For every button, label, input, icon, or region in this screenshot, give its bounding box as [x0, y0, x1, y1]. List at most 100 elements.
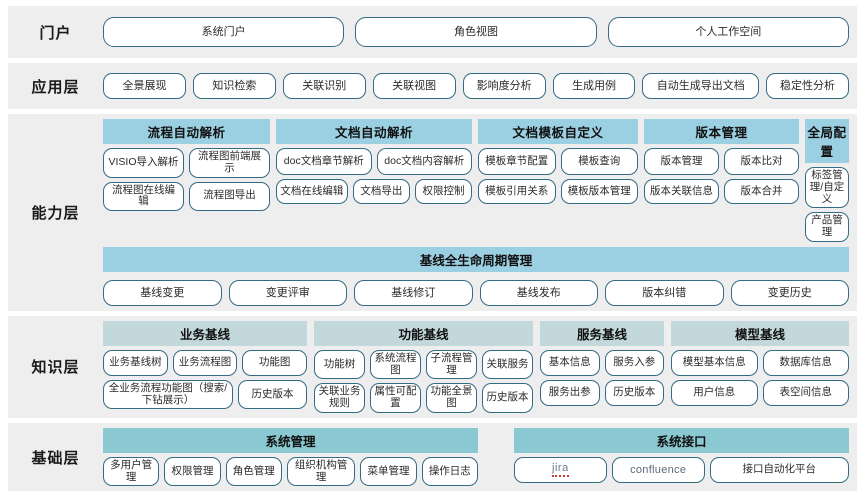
knowledge-row: 全业务流程功能图（搜索/下钻展示） 历史版本 — [103, 379, 307, 410]
fd-item-org-structure-mgmt[interactable]: 组织机构管理 — [286, 456, 356, 487]
cap-item-template-query[interactable]: 模板查询 — [560, 148, 638, 175]
layer-application: 应用层 全景展现 知识检索 关联识别 关联视图 影响度分析 生成用例 自动生成导… — [8, 63, 857, 109]
capability-row: 版本管理 版本比对 — [644, 148, 799, 175]
app-item-impact-analysis[interactable]: 影响度分析 — [462, 73, 546, 99]
kn-item-history-version-business[interactable]: 历史版本 — [238, 379, 307, 410]
kn-item-basic-info[interactable]: 基本信息 — [540, 349, 600, 376]
capability-row: 流程图在线编辑 流程图导出 — [103, 181, 270, 211]
foundation-group-row: 系统管理 多用户管理 权限管理 角色管理 组织机构管理 菜单管理 操作日志 系统… — [103, 427, 849, 487]
baseline-item-version-correction[interactable]: 版本纠错 — [605, 279, 724, 306]
app-item-stability-analysis[interactable]: 稳定性分析 — [766, 73, 849, 99]
capability-row: 产品管理 — [805, 212, 849, 242]
fd-item-confluence[interactable]: confluence — [611, 456, 705, 483]
capability-row: 模板章节配置 模板查询 — [478, 148, 638, 175]
capability-group-title-doc-parse: 文档自动解析 — [276, 119, 472, 144]
capability-row: VISIO导入解析 流程图前端展示 — [103, 148, 270, 178]
fd-item-operation-log[interactable]: 操作日志 — [421, 456, 478, 487]
knowledge-row: 功能树 系统流程图 子流程管理 关联服务 — [314, 349, 533, 380]
kn-item-business-flowchart[interactable]: 业务流程图 — [172, 349, 238, 376]
cap-item-template-reference[interactable]: 模板引用关系 — [478, 179, 556, 204]
kn-item-business-baseline-tree[interactable]: 业务基线树 — [103, 349, 168, 376]
kn-item-function-chart[interactable]: 功能图 — [242, 349, 308, 376]
app-item-relation-view[interactable]: 关联视图 — [372, 73, 456, 99]
layer-knowledge: 知识层 业务基线 业务基线树 业务流程图 功能图 全业务流程功能图（搜索/下钻展… — [8, 315, 857, 418]
fd-item-multi-user-mgmt[interactable]: 多用户管理 — [103, 456, 160, 487]
cap-item-flowchart-frontend-display[interactable]: 流程图前端展示 — [189, 148, 270, 178]
kn-item-service-output-param[interactable]: 服务出参 — [540, 379, 600, 406]
portal-item-personal-workspace[interactable]: 个人工作空间 — [607, 17, 849, 47]
layer-body-foundation: 系统管理 多用户管理 权限管理 角色管理 组织机构管理 菜单管理 操作日志 系统… — [103, 427, 849, 487]
cap-item-tag-mgmt-custom[interactable]: 标签管理/自定义 — [805, 167, 849, 209]
kn-item-related-business-rule[interactable]: 关联业务规则 — [314, 383, 365, 413]
kn-item-function-panorama[interactable]: 功能全景图 — [426, 383, 477, 413]
cap-item-version-compare[interactable]: 版本比对 — [724, 148, 799, 175]
layer-label-capability: 能力层 — [31, 204, 80, 222]
kn-item-subprocess-mgmt[interactable]: 子流程管理 — [426, 349, 477, 380]
cap-item-visio-import-parse[interactable]: VISIO导入解析 — [103, 148, 184, 178]
cap-item-doc-online-edit[interactable]: 文档在线编辑 — [276, 179, 348, 204]
cap-item-version-merge[interactable]: 版本合并 — [724, 179, 799, 204]
app-item-panorama[interactable]: 全景展现 — [103, 73, 186, 99]
fd-item-jira[interactable]: jira — [514, 456, 607, 483]
fd-item-menu-mgmt[interactable]: 菜单管理 — [360, 456, 417, 487]
fd-item-interface-automation-platform[interactable]: 接口自动化平台 — [709, 456, 849, 483]
kn-item-function-tree[interactable]: 功能树 — [314, 349, 365, 380]
knowledge-group-function-baseline: 功能基线 功能树 系统流程图 子流程管理 关联服务 关联业务规则 属性可配置 功… — [314, 320, 533, 413]
kn-item-user-info[interactable]: 用户信息 — [671, 379, 758, 406]
knowledge-group-title-model-baseline: 模型基线 — [671, 320, 849, 346]
app-item-generate-case[interactable]: 生成用例 — [552, 73, 636, 99]
cap-item-flowchart-export[interactable]: 流程图导出 — [189, 181, 270, 211]
layer-body-capability: 流程自动解析 VISIO导入解析 流程图前端展示 流程图在线编辑 流程图导出 文… — [103, 119, 849, 306]
foundation-group-system-interface: 系统接口 jira confluence 接口自动化平台 — [514, 427, 849, 487]
capability-baseline-title: 基线全生命周期管理 — [103, 246, 849, 272]
cap-item-flowchart-online-edit[interactable]: 流程图在线编辑 — [103, 181, 184, 211]
kn-item-database-info[interactable]: 数据库信息 — [762, 349, 849, 376]
kn-item-attribute-configurable[interactable]: 属性可配置 — [370, 383, 421, 413]
baseline-item-publish[interactable]: 基线发布 — [479, 279, 598, 306]
kn-item-tablespace-info[interactable]: 表空间信息 — [762, 379, 849, 406]
layer-capability: 能力层 流程自动解析 VISIO导入解析 流程图前端展示 流程图在线编辑 流程图… — [8, 114, 857, 311]
knowledge-row: 业务基线树 业务流程图 功能图 — [103, 349, 308, 376]
kn-item-model-basic-info[interactable]: 模型基本信息 — [671, 349, 758, 376]
cap-item-version-manage[interactable]: 版本管理 — [644, 148, 719, 175]
app-item-knowledge-search[interactable]: 知识检索 — [192, 73, 276, 99]
foundation-group-title-system-mgmt: 系统管理 — [103, 427, 478, 453]
fd-item-role-mgmt[interactable]: 角色管理 — [225, 456, 282, 487]
portal-item-role-view[interactable]: 角色视图 — [355, 17, 597, 47]
knowledge-group-title-function-baseline: 功能基线 — [314, 320, 533, 346]
cap-item-template-chapter-config[interactable]: 模板章节配置 — [478, 148, 556, 175]
kn-item-full-business-process-function-chart[interactable]: 全业务流程功能图（搜索/下钻展示） — [103, 379, 233, 410]
cap-item-doc-content-parse[interactable]: doc文档内容解析 — [376, 148, 472, 175]
kn-item-history-version-service[interactable]: 历史版本 — [604, 379, 664, 406]
cap-item-template-version-mgmt[interactable]: 模板版本管理 — [560, 179, 638, 204]
confluence-label: confluence — [630, 463, 687, 476]
kn-item-service-input-param[interactable]: 服务入参 — [604, 349, 664, 376]
capability-group-title-global-config: 全局配置 — [805, 119, 849, 163]
foundation-row: 多用户管理 权限管理 角色管理 组织机构管理 菜单管理 操作日志 — [103, 456, 478, 487]
kn-item-system-flowchart[interactable]: 系统流程图 — [370, 349, 421, 380]
baseline-item-change-history[interactable]: 变更历史 — [730, 279, 849, 306]
foundation-group-title-system-interface: 系统接口 — [514, 427, 849, 453]
kn-item-related-service[interactable]: 关联服务 — [482, 349, 533, 380]
kn-item-history-version-function[interactable]: 历史版本 — [482, 383, 533, 413]
capability-group-process-parse: 流程自动解析 VISIO导入解析 流程图前端展示 流程图在线编辑 流程图导出 — [103, 119, 270, 242]
app-item-auto-export-doc[interactable]: 自动生成导出文档 — [642, 73, 760, 99]
capability-group-doc-template: 文档模板自定义 模板章节配置 模板查询 模板引用关系 模板版本管理 — [478, 119, 638, 242]
knowledge-group-service-baseline: 服务基线 基本信息 服务入参 服务出参 历史版本 — [540, 320, 664, 413]
cap-item-version-relation-info[interactable]: 版本关联信息 — [644, 179, 719, 204]
portal-item-system-portal[interactable]: 系统门户 — [103, 17, 345, 47]
cap-item-permission-control[interactable]: 权限控制 — [414, 179, 472, 204]
cap-item-doc-chapter-parse[interactable]: doc文档章节解析 — [276, 148, 372, 175]
baseline-item-change[interactable]: 基线变更 — [103, 279, 222, 306]
knowledge-group-title-business-baseline: 业务基线 — [103, 320, 307, 346]
layer-label-application: 应用层 — [31, 78, 80, 96]
cap-item-product-mgmt[interactable]: 产品管理 — [805, 212, 849, 242]
fd-item-permission-mgmt[interactable]: 权限管理 — [164, 456, 221, 487]
foundation-row: jira confluence 接口自动化平台 — [514, 456, 849, 483]
baseline-item-revise[interactable]: 基线修订 — [354, 279, 473, 306]
cap-item-doc-export[interactable]: 文档导出 — [352, 179, 410, 204]
layer-portal: 门户 系统门户 角色视图 个人工作空间 — [8, 6, 857, 58]
knowledge-row: 关联业务规则 属性可配置 功能全景图 历史版本 — [314, 383, 533, 413]
baseline-item-change-review[interactable]: 变更评审 — [228, 279, 347, 306]
app-item-relation-identify[interactable]: 关联识别 — [282, 73, 366, 99]
